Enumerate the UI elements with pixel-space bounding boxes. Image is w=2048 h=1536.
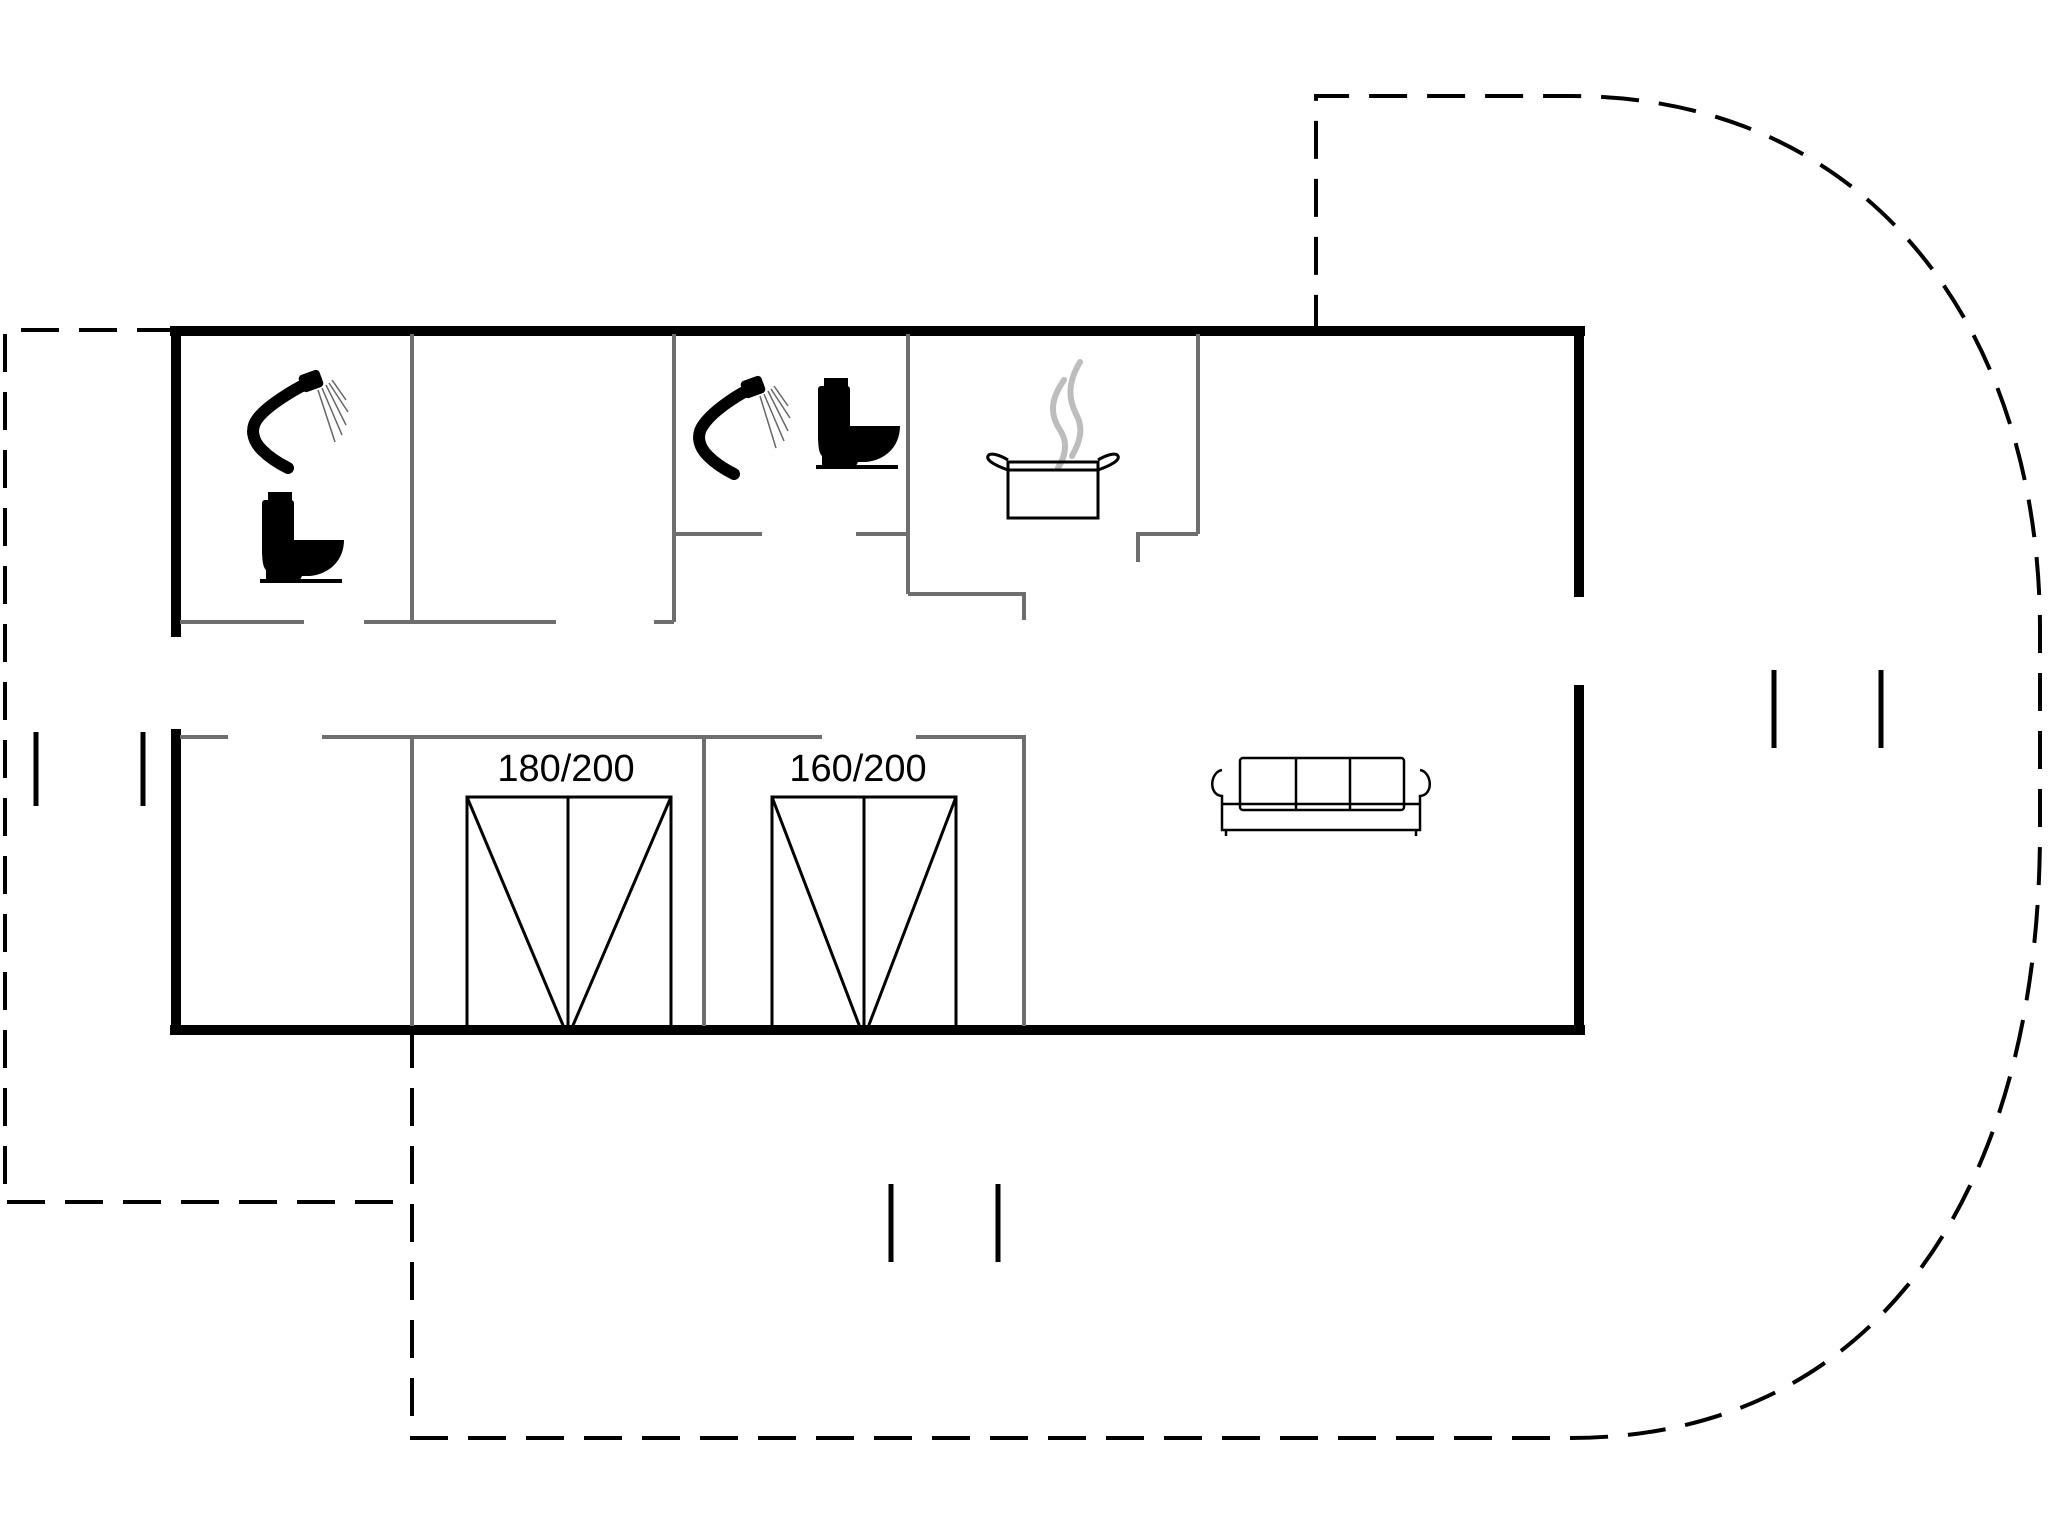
toilet-icon: [816, 378, 900, 469]
bed-160-200: [770, 795, 958, 1032]
kitchen-pot-icon: [986, 359, 1120, 520]
terrace-left: [3, 328, 412, 1204]
shower-icon: [693, 375, 791, 480]
bed-size-label: 160/200: [789, 748, 926, 790]
sofa-icon: [1211, 756, 1431, 836]
bed-180-200: [465, 795, 673, 1032]
bed-size-label: 180/200: [497, 748, 634, 790]
interior-partitions: [180, 334, 1200, 1026]
shower-icon: [247, 369, 349, 474]
terrace-outline: [3, 94, 2042, 1440]
step-marks: [33, 670, 1884, 1262]
terrace-bottom-right: [410, 94, 2042, 1440]
toilet-icon: [260, 492, 344, 583]
